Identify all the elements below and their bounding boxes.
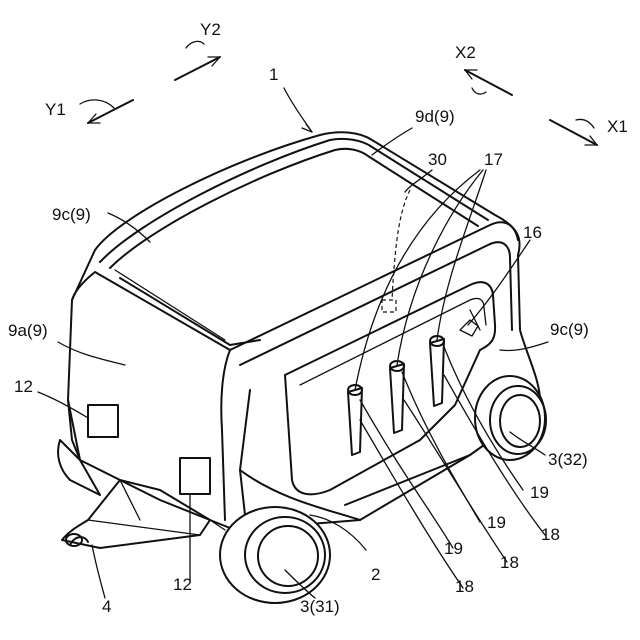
label-wheel-rear: 3(32) xyxy=(548,450,588,469)
label-front-panel: 9a(9) xyxy=(8,321,48,340)
label-tow-bar: 4 xyxy=(102,597,111,616)
vehicle xyxy=(68,132,540,530)
arrow-x1-hook xyxy=(576,119,594,128)
arrow-y2 xyxy=(175,57,220,80)
label-x2: X2 xyxy=(455,43,476,62)
label-y2: Y2 xyxy=(200,20,221,39)
label-19-a: 19 xyxy=(444,539,463,558)
label-19-b: 19 xyxy=(487,513,506,532)
label-vehicle: 1 xyxy=(269,65,278,84)
label-19-c: 19 xyxy=(530,483,549,502)
arrow-x2 xyxy=(465,70,512,95)
label-30: 30 xyxy=(428,150,447,169)
label-18-c: 18 xyxy=(541,525,560,544)
body-silhouette xyxy=(68,132,540,530)
arrow-y1-hook xyxy=(80,100,114,108)
label-x1: X1 xyxy=(607,117,628,136)
label-side-panel-right: 9c(9) xyxy=(550,320,589,339)
label-17: 17 xyxy=(484,150,503,169)
label-18-a: 18 xyxy=(455,577,474,596)
direction-arrows xyxy=(80,41,597,145)
label-wheel-front: 3(31) xyxy=(300,597,340,616)
arrow-x2-hook xyxy=(472,88,486,94)
label-16: 16 xyxy=(523,223,542,242)
label-y1: Y1 xyxy=(45,100,66,119)
label-side-panel-left: 9c(9) xyxy=(52,205,91,224)
label-top-panel: 9d(9) xyxy=(415,107,455,126)
label-lamp-left: 12 xyxy=(14,377,33,396)
label-18-b: 18 xyxy=(500,553,519,572)
arrow-y1 xyxy=(88,100,133,123)
wheel-front xyxy=(220,507,330,603)
label-body: 2 xyxy=(371,565,380,584)
label-lamp-bottom: 12 xyxy=(173,575,192,594)
arrow-y2-hook xyxy=(186,41,204,48)
